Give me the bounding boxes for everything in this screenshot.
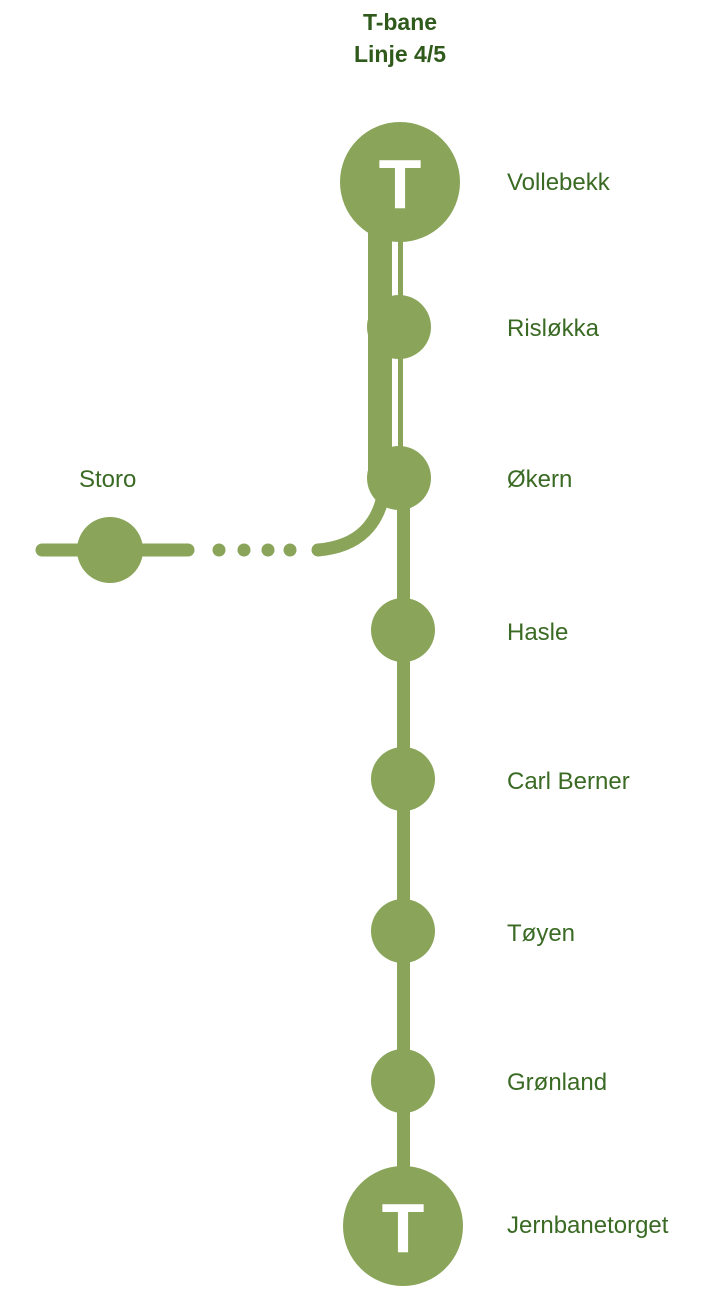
station-label-hasle[interactable]: Hasle xyxy=(507,619,569,646)
station-marker-carl-berner[interactable] xyxy=(371,747,435,811)
station-label-rislokka[interactable]: Risløkka xyxy=(507,315,600,342)
station-label-carl-berner[interactable]: Carl Berner xyxy=(507,768,630,795)
station-marker-storo[interactable] xyxy=(77,517,143,583)
station-marker-gronland[interactable] xyxy=(371,1049,435,1113)
metro-t-icon: T xyxy=(382,1189,425,1267)
map-title-line2: Linje 4/5 xyxy=(353,41,447,67)
branch-dot xyxy=(261,543,275,557)
main-line-track xyxy=(397,480,410,1220)
station-marker-vollebekk[interactable] xyxy=(340,122,460,242)
station-label-toyen[interactable]: Tøyen xyxy=(507,920,576,947)
station-label-okern[interactable]: Økern xyxy=(507,466,573,493)
branch-dot xyxy=(212,543,226,557)
station-marker-okern[interactable] xyxy=(367,446,431,510)
map-title-line1: T-bane xyxy=(362,9,438,35)
station-marker-toyen[interactable] xyxy=(371,899,435,963)
station-marker-hasle[interactable] xyxy=(371,598,435,662)
double-track-gap xyxy=(392,238,398,483)
station-label-gronland[interactable]: Grønland xyxy=(507,1069,608,1096)
station-label-vollebekk[interactable]: Vollebekk xyxy=(507,169,610,196)
metro-t-icon: T xyxy=(379,145,422,223)
station-marker-rislokka[interactable] xyxy=(367,295,431,359)
station-marker-jernbanetorget[interactable] xyxy=(343,1166,463,1286)
station-label-storo[interactable]: Storo xyxy=(79,466,137,493)
branch-dot xyxy=(237,543,251,557)
station-label-jernbanetorget[interactable]: Jernbanetorget xyxy=(507,1212,669,1239)
branch-dot xyxy=(283,543,297,557)
